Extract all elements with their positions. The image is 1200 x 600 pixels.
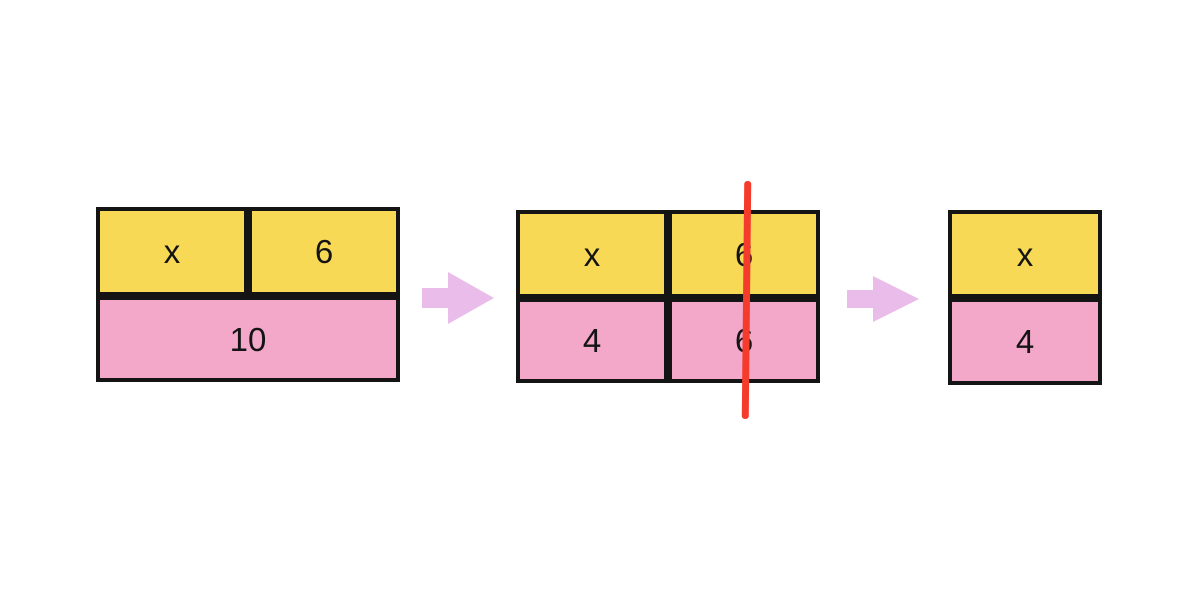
step3-cell-4-label: 4 [1015,323,1035,360]
step2-cell-4-label: 4 [582,322,602,359]
step2-cell-x: x [516,210,668,298]
step2-cell-4: 4 [516,298,668,383]
step1-cell-x: x [96,207,248,296]
step1-cell-x-label: x [163,233,181,270]
step3-cell-4: 4 [948,298,1102,385]
arrow-right-icon [422,272,494,324]
step3-cell-x-label: x [1016,235,1034,273]
step1-cell-10-label: 10 [229,320,267,358]
step1-cell-6: 6 [248,207,400,296]
arrow-right-icon [847,276,919,322]
step3-cell-x: x [948,210,1102,298]
step2-cell-x-label: x [583,235,601,273]
step1-cell-10: 10 [96,296,400,382]
cross-out-line-icon [741,180,752,420]
step1-cell-6-label: 6 [314,233,334,270]
